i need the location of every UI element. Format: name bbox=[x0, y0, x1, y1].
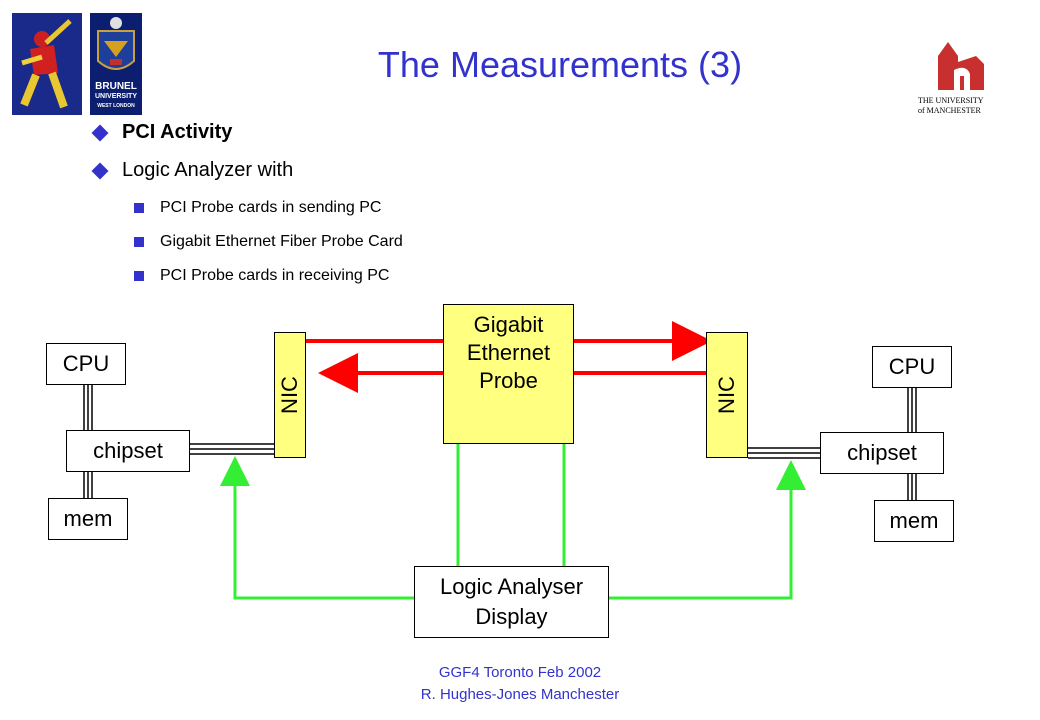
footer-line1: GGF4 Toronto Feb 2002 bbox=[438, 664, 602, 681]
right-mem-label: mem bbox=[889, 508, 939, 533]
square-bullet-icon bbox=[134, 237, 144, 247]
brunel-location: WEST LONDON bbox=[97, 103, 135, 109]
brunel-name: BRUNEL bbox=[95, 81, 137, 92]
logo-batsman bbox=[12, 13, 82, 115]
right-chipset-box: chipset bbox=[820, 432, 944, 474]
footer: GGF4 Toronto Feb 2002 R. Hughes-Jones Ma… bbox=[0, 662, 1040, 706]
right-cpu-box: CPU bbox=[872, 346, 952, 388]
left-cpu-box: CPU bbox=[46, 343, 126, 385]
left-nic-card: NIC bbox=[274, 332, 306, 458]
bullet-pci-activity: PCI Activity bbox=[90, 121, 232, 144]
right-cpu-bus bbox=[748, 386, 917, 500]
footer-line2: R. Hughes-Jones Manchester bbox=[420, 686, 620, 703]
bullet-text: PCI Activity bbox=[122, 121, 233, 143]
right-chipset-label: chipset bbox=[847, 440, 917, 465]
batsman-logo-icon bbox=[12, 13, 82, 115]
subbullet-fiber: Gigabit Ethernet Fiber Probe Card bbox=[134, 233, 403, 251]
analyser-line1: Logic Analyser bbox=[439, 574, 584, 599]
logo-brunel: BRUNEL UNIVERSITY WEST LONDON bbox=[90, 13, 142, 115]
logic-analyser-display: Logic Analyser Display bbox=[414, 566, 609, 638]
subbullet-text: Gigabit Ethernet Fiber Probe Card bbox=[160, 233, 403, 250]
subbullet-receiving: PCI Probe cards in receiving PC bbox=[134, 267, 389, 285]
right-cpu-label: CPU bbox=[888, 354, 936, 379]
manchester-building-icon bbox=[938, 42, 984, 90]
brunel-university: UNIVERSITY bbox=[94, 93, 137, 100]
square-bullet-icon bbox=[134, 203, 144, 213]
manchester-line1: THE UNIVERSITY bbox=[918, 96, 984, 105]
bullet-logic-analyzer: Logic Analyzer with bbox=[90, 159, 293, 182]
logo-manchester: THE UNIVERSITY of MANCHESTER bbox=[916, 36, 1006, 122]
subbullet-text: PCI Probe cards in sending PC bbox=[160, 199, 382, 216]
bullet-text: Logic Analyzer with bbox=[122, 159, 294, 181]
left-mem-box: mem bbox=[48, 498, 128, 540]
slide-title: The Measurements (3) bbox=[377, 44, 743, 85]
left-chipset-box: chipset bbox=[66, 430, 190, 472]
gigabit-ethernet-probe: Gigabit Ethernet Probe bbox=[443, 304, 574, 444]
probe-line3: Probe bbox=[479, 368, 538, 393]
probe-line1: Gigabit bbox=[473, 312, 544, 337]
right-mem-box: mem bbox=[874, 500, 954, 542]
left-chipset-label: chipset bbox=[93, 438, 163, 463]
right-nic-label: NIC bbox=[713, 376, 739, 414]
analyser-line2: Display bbox=[475, 604, 548, 629]
probe-line2: Ethernet bbox=[466, 340, 551, 365]
subbullet-text: PCI Probe cards in receiving PC bbox=[160, 267, 390, 284]
manchester-line2: of MANCHESTER bbox=[918, 106, 981, 115]
square-bullet-icon bbox=[134, 271, 144, 281]
left-cpu-bus bbox=[83, 384, 275, 500]
left-cpu-label: CPU bbox=[62, 351, 110, 376]
brunel-crest-icon bbox=[97, 17, 135, 70]
left-nic-label: NIC bbox=[277, 376, 303, 414]
left-mem-label: mem bbox=[63, 506, 113, 531]
subbullet-sending: PCI Probe cards in sending PC bbox=[134, 199, 381, 217]
right-nic-card: NIC bbox=[706, 332, 748, 458]
